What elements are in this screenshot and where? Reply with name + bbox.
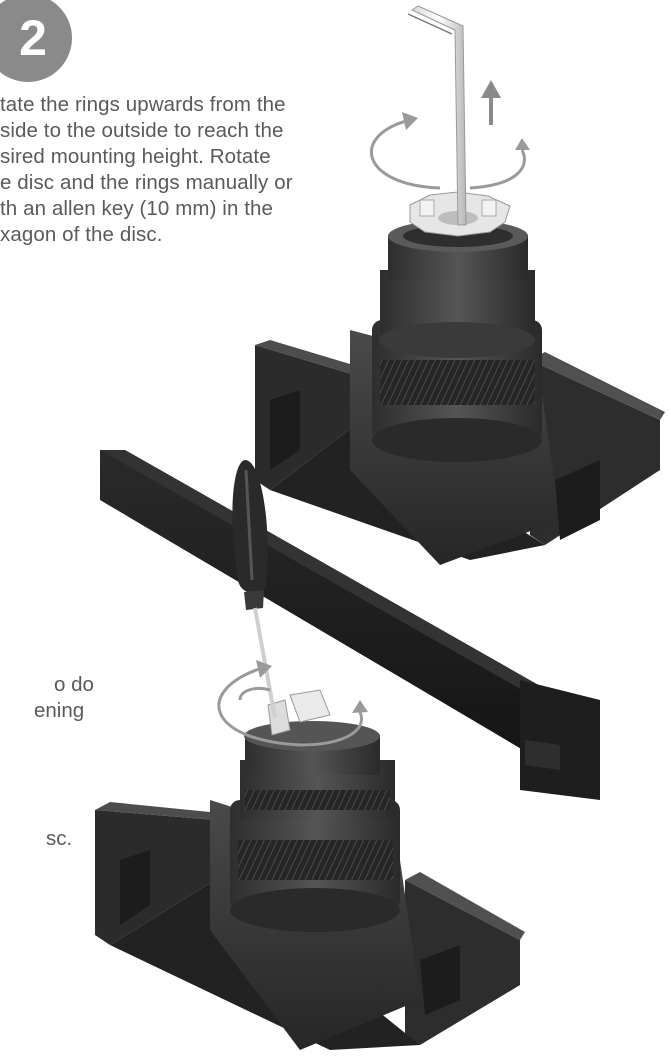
instruction-line: side to the outside to reach the xyxy=(0,119,284,142)
instruction-line: tate the rings upwards from the xyxy=(0,93,286,116)
screwdriver-icon xyxy=(232,460,277,719)
step-number: 2 xyxy=(19,10,47,66)
rotation-arrow-icon xyxy=(369,112,530,190)
beam-profile xyxy=(100,450,600,800)
up-arrow-icon xyxy=(481,80,501,125)
instruction-line: xagon of the disc. xyxy=(0,223,163,246)
rotation-arrow-icon xyxy=(217,660,368,747)
instruction-line: th an allen key (10 mm) in the xyxy=(0,197,274,220)
left-text-fragment: ening xyxy=(34,699,85,722)
instruction-line: sired mounting height. Rotate xyxy=(0,145,271,168)
allen-key-icon xyxy=(407,5,467,226)
left-text-fragment: sc. xyxy=(46,827,73,850)
top-pedestal xyxy=(255,191,665,565)
left-text-fragment: o do xyxy=(54,673,94,696)
instruction-text: tate the rings upwards from the side to … xyxy=(0,92,380,248)
instruction-line: e disc and the rings manually or xyxy=(0,171,293,194)
bottom-pedestal xyxy=(95,689,525,1050)
